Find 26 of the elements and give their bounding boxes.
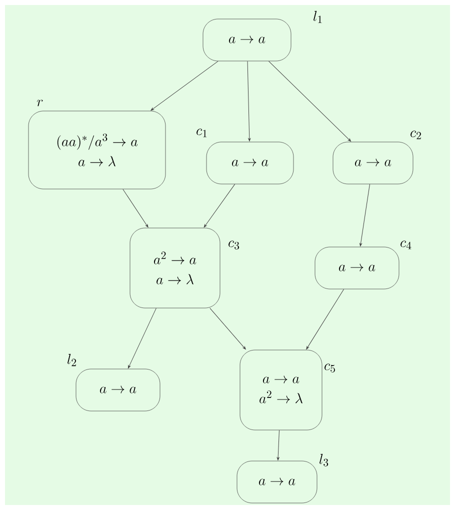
- node-label: $c_4$: [400, 240, 412, 250]
- arrow: [128, 308, 156, 368]
- rule-box: $a \rightarrow a$: [202, 18, 292, 62]
- arrow: [247, 60, 251, 142]
- node-label: $l_1$: [314, 10, 322, 24]
- node-label: $c_5$: [324, 364, 335, 372]
- arrow: [268, 60, 352, 142]
- node-label: $c_3$: [228, 240, 240, 250]
- rule-box: $a \rightarrow a$: [314, 246, 400, 290]
- rule-box: $a \rightarrow a$: [76, 368, 160, 412]
- rule-box: $a \rightarrow a$: [236, 460, 318, 504]
- rule-box: $a \rightarrow a$ $a^2 \rightarrow \lambda$: [240, 350, 322, 430]
- arrow: [210, 308, 246, 350]
- node-label: $c_2$: [410, 130, 421, 140]
- arrow: [122, 188, 148, 228]
- node-label: $l_2$: [68, 354, 76, 366]
- arrow: [360, 184, 370, 246]
- arrow: [276, 430, 280, 460]
- node-label: $c_1$: [196, 128, 207, 138]
- node-label: $r$: [37, 100, 43, 106]
- rule-box: $a \rightarrow a$: [206, 142, 294, 184]
- rule-box: $a \rightarrow a$: [332, 142, 414, 184]
- arrow: [150, 60, 218, 111]
- arrow: [204, 184, 236, 228]
- arrow: [306, 288, 344, 350]
- node-label: $l_3$: [320, 454, 328, 466]
